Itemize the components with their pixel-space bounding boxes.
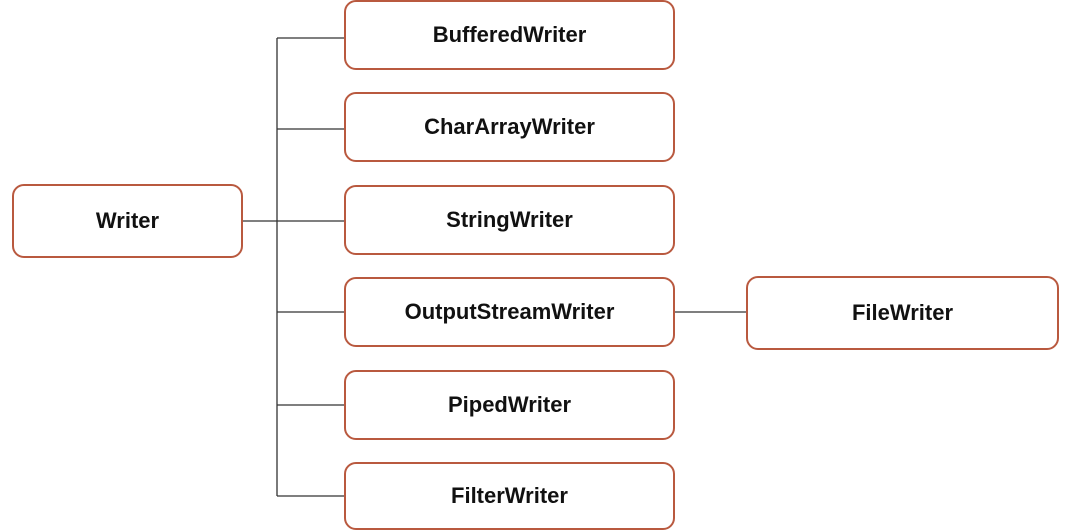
node-outputstreamwriter: OutputStreamWriter [344, 277, 675, 347]
node-writer-label: Writer [95, 208, 160, 233]
node-stringwriter: StringWriter [344, 185, 675, 255]
node-bufferedwriter: BufferedWriter [344, 0, 675, 70]
node-filterwriter-label: FilterWriter [451, 483, 568, 508]
node-pipedwriter-label: PipedWriter [447, 392, 572, 417]
node-pipedwriter: PipedWriter [344, 370, 675, 440]
node-outputstreamwriter-label: OutputStreamWriter [404, 299, 615, 324]
node-chararraywriter-label: CharArrayWriter [424, 114, 595, 139]
node-filterwriter: FilterWriter [344, 462, 675, 530]
node-filewriter: FileWriter [746, 276, 1059, 350]
node-writer: Writer [12, 184, 243, 258]
node-chararraywriter: CharArrayWriter [344, 92, 675, 162]
node-bufferedwriter-label: BufferedWriter [432, 22, 587, 47]
node-stringwriter-label: StringWriter [446, 207, 573, 232]
node-filewriter-label: FileWriter [851, 300, 954, 325]
